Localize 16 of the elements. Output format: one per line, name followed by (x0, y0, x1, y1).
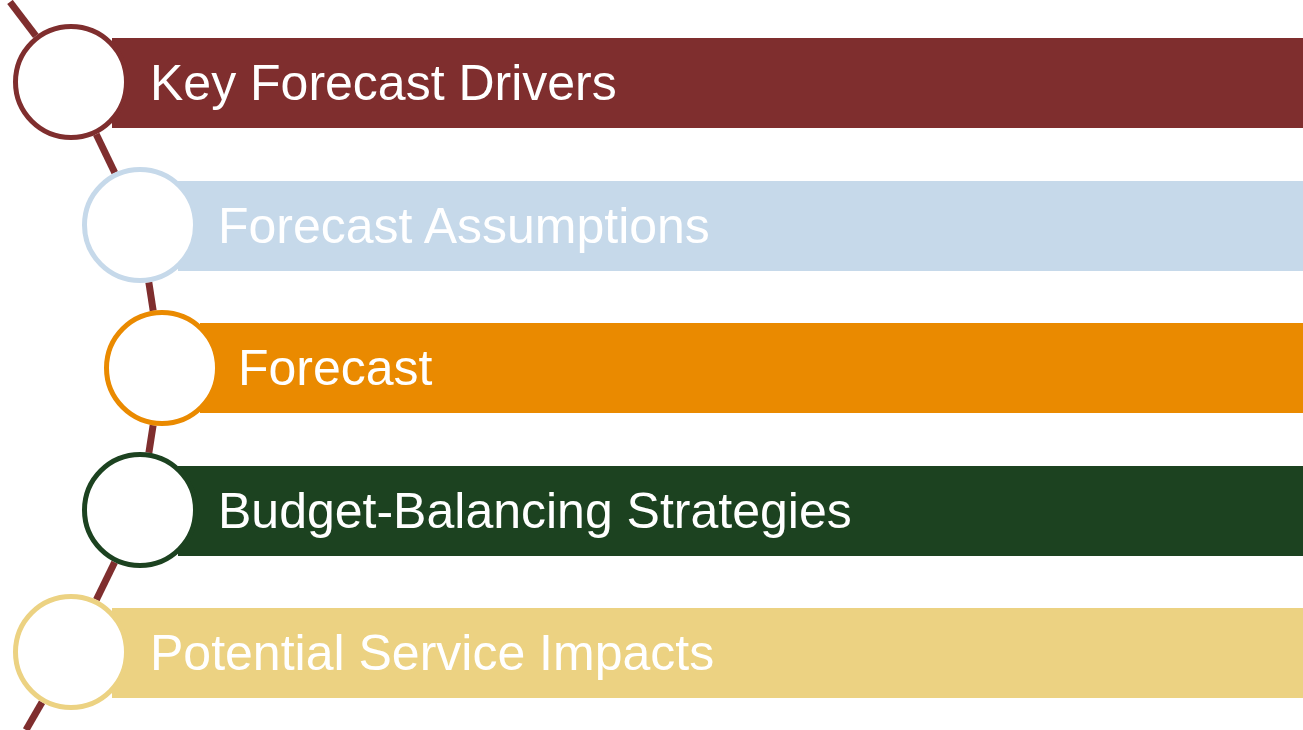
step-bar (112, 38, 1303, 128)
connector-line (145, 424, 157, 454)
connector-line (93, 132, 118, 175)
connector-line (145, 281, 157, 312)
step-bar (178, 466, 1303, 556)
step-bar (178, 181, 1303, 271)
step-bar (112, 608, 1303, 698)
step-title: Key Forecast Drivers (150, 54, 617, 112)
step-title: Budget-Balancing Strategies (218, 482, 852, 540)
step-title: Potential Service Impacts (150, 624, 715, 682)
connector-line (7, 0, 39, 38)
step-title: Forecast Assumptions (218, 197, 710, 255)
step-bar (200, 323, 1303, 413)
step-title: Forecast (238, 339, 433, 397)
connector-line (93, 560, 118, 602)
connector-line (22, 700, 46, 730)
